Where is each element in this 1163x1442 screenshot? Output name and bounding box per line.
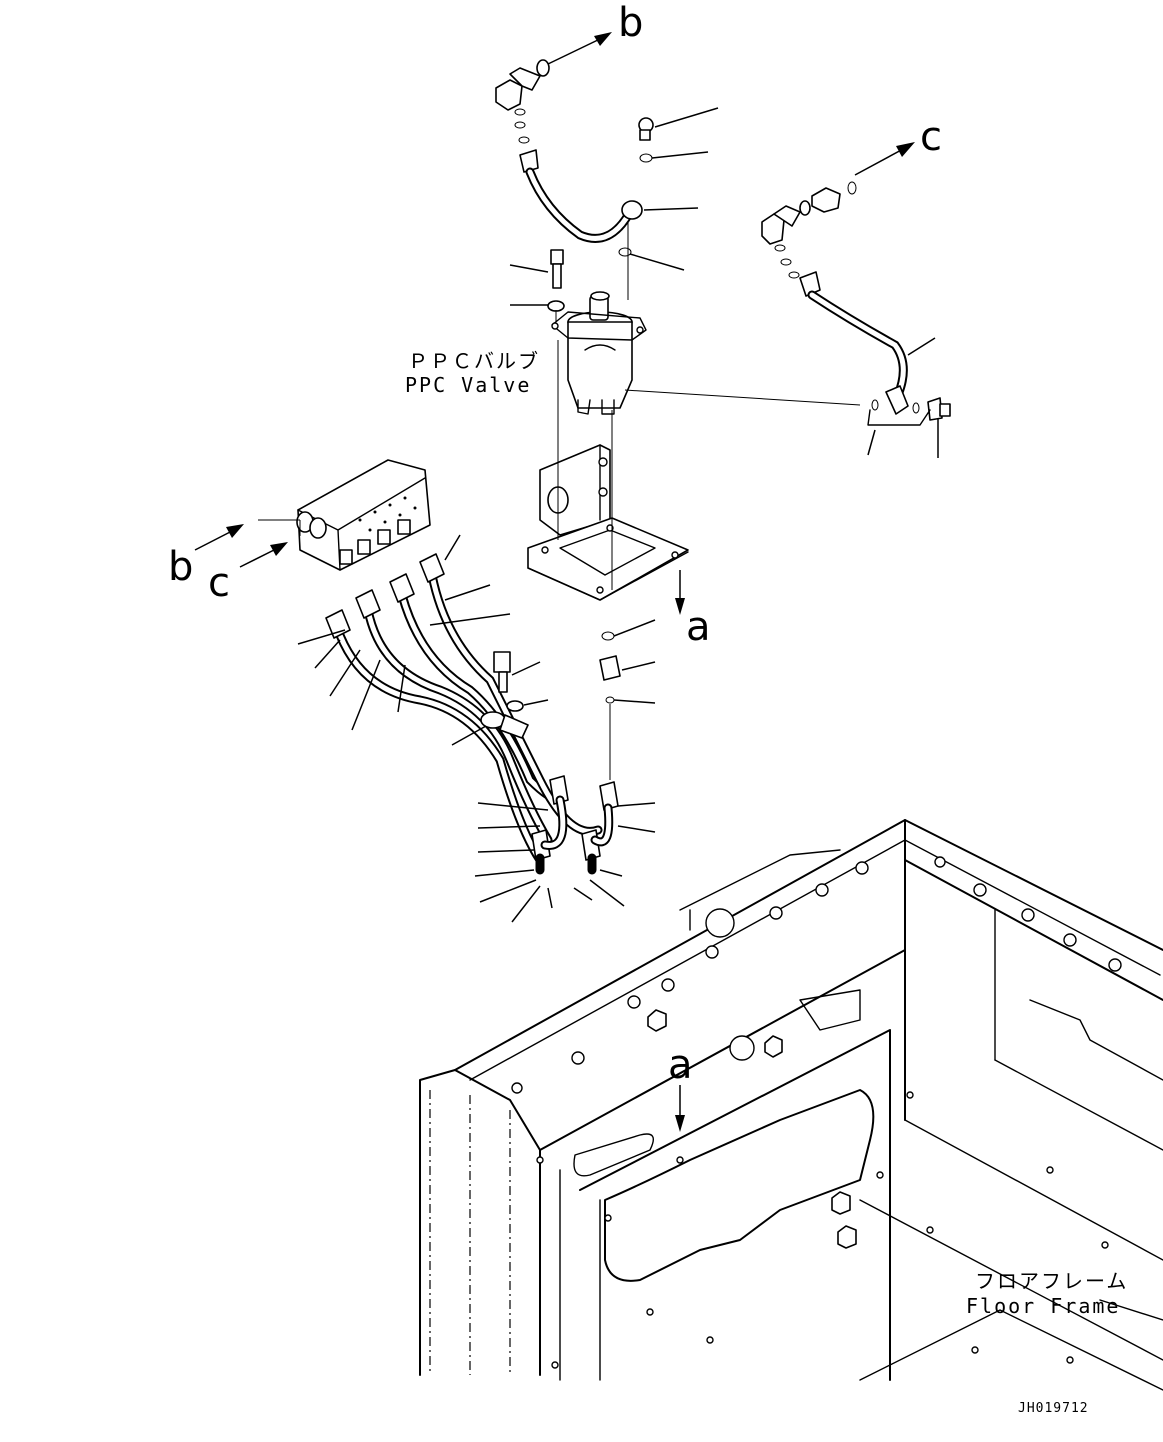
floor-frame [419,819,1163,1391]
reference-arrows [194,32,915,1132]
leader-lines [297,107,939,923]
top-hose-assembly [495,59,654,322]
drawing-number: JH019712 [1018,1401,1089,1416]
adapter-fittings [493,631,621,780]
hose-bundle [325,553,619,875]
ref-label-b-top: b [618,0,643,46]
floor-frame-label-jp: フロアフレーム [975,1269,1128,1293]
ref-label-c-left: c [208,560,230,606]
ref-label-a-frame: a [668,1042,693,1088]
manifold-block [296,459,431,571]
right-hose-assembly [624,181,951,426]
frame-holes [511,856,1122,1369]
valve-bracket [527,340,689,601]
ppc-valve-label-jp: ＰＰＣバルブ [408,349,540,373]
ppc-valve [551,291,647,415]
ref-label-b-left: b [168,544,193,590]
manifold-ports [339,519,411,565]
ref-label-c-top: c [920,114,942,160]
floor-frame-label-en: Floor Frame [966,1294,1120,1318]
ppc-valve-label-en: PPC Valve [405,373,531,397]
manifold-dots [358,496,417,532]
frame-nuts [647,1009,857,1249]
ref-label-a-valve: a [686,604,711,650]
